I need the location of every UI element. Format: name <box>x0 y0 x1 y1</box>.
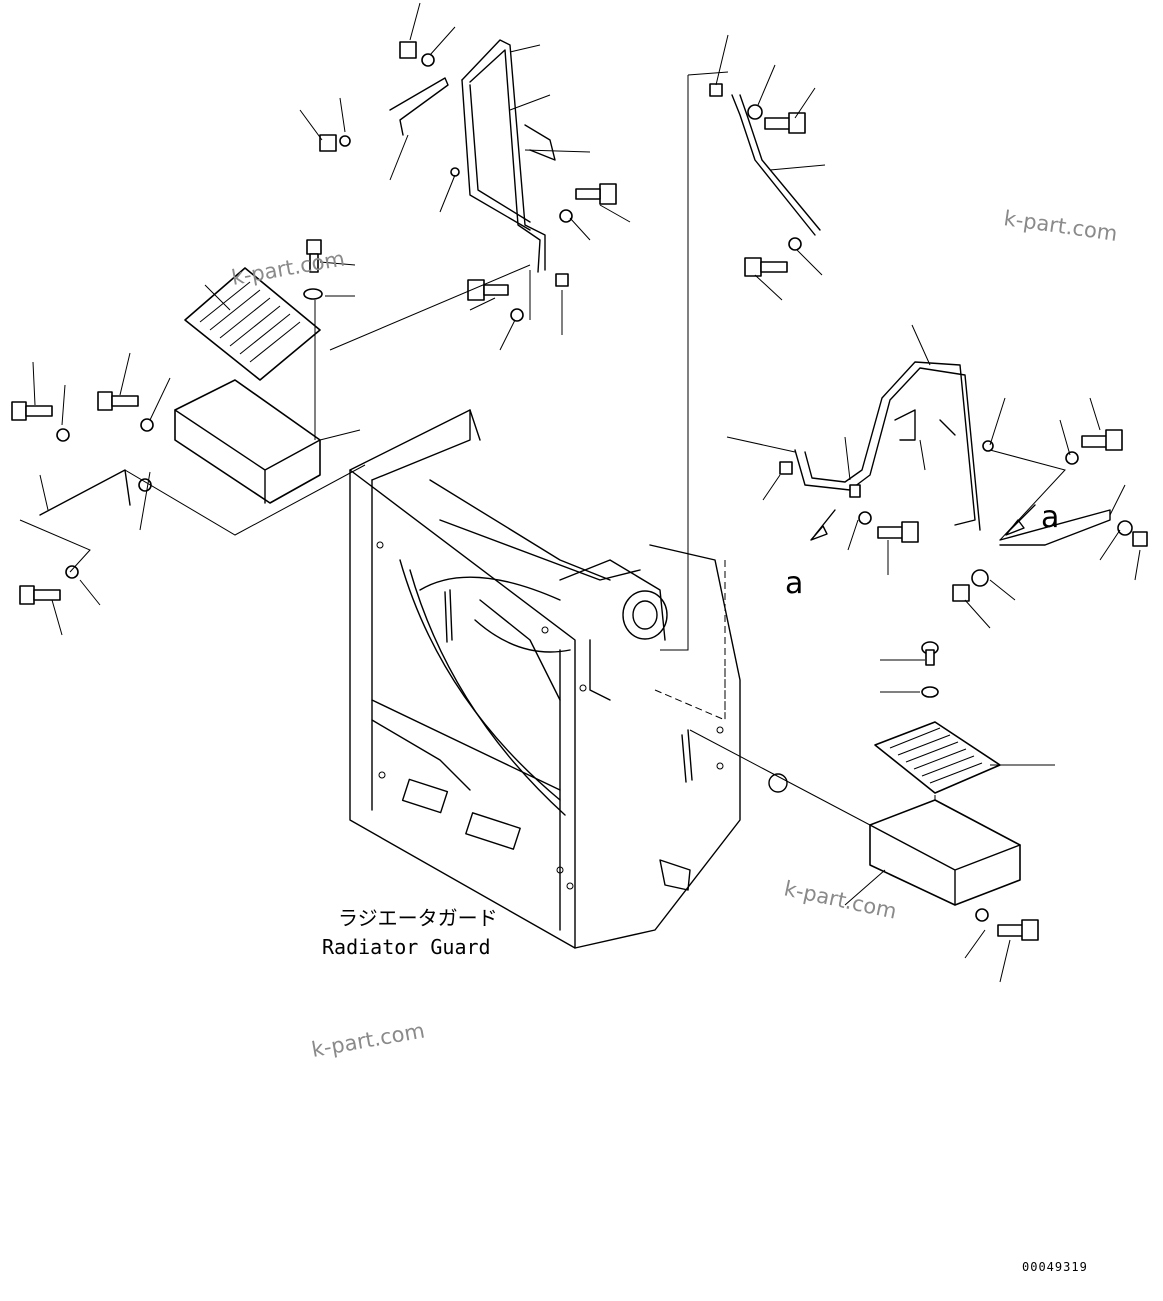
washer-icon <box>559 209 573 223</box>
right-step-plate <box>874 721 1001 794</box>
left-step-assembly <box>11 239 366 636</box>
bolt-icon <box>97 391 139 411</box>
nut-icon <box>709 83 723 97</box>
washer-icon <box>56 428 70 442</box>
bolt-icon <box>877 521 919 543</box>
nut-icon <box>319 134 337 152</box>
watermark: k-part.com <box>782 876 899 923</box>
washer-icon <box>65 565 79 579</box>
left-step-box <box>174 379 321 504</box>
right-handrail <box>726 324 1148 629</box>
bolt-icon <box>744 257 788 277</box>
watermark: k-part.com <box>310 1018 427 1061</box>
drawing-number: 00049319 <box>1022 1260 1088 1274</box>
right-step-box <box>869 799 1021 906</box>
bolt-icon <box>1081 429 1123 451</box>
radiator-guard-frame <box>349 409 788 949</box>
washer-icon <box>1117 520 1133 536</box>
bolt-icon <box>19 585 61 605</box>
bolt-icon <box>997 919 1039 941</box>
top-left-handrail <box>299 2 631 351</box>
bolt-icon <box>467 279 509 301</box>
watermark: k-part.com <box>1002 206 1119 246</box>
left-step-plate <box>184 267 321 381</box>
bolt-icon <box>921 641 939 666</box>
bolt-icon <box>306 239 322 273</box>
washer-icon <box>1065 451 1079 465</box>
washer-icon <box>140 418 154 432</box>
nut-icon <box>555 273 569 287</box>
washer-icon <box>747 104 763 120</box>
washer-icon <box>450 167 460 177</box>
washer-icon <box>858 511 872 525</box>
nut-icon <box>1132 531 1148 547</box>
nut-icon <box>779 461 793 475</box>
washer-icon <box>339 135 351 147</box>
assembly-label-en: Radiator Guard <box>322 935 491 959</box>
washer-icon <box>510 308 524 322</box>
assembly-label-jp: ラジエータガード <box>338 906 498 930</box>
top-right-handrail <box>660 34 826 651</box>
washer-icon <box>921 686 939 698</box>
bolt-icon <box>764 112 806 134</box>
washer-icon <box>975 908 989 922</box>
view-ref-a-left: a <box>785 566 803 601</box>
nut-icon <box>952 584 970 602</box>
washer-icon <box>982 440 994 452</box>
view-ref-a-right: a <box>1041 500 1059 535</box>
washer-icon <box>421 53 435 67</box>
right-step-assembly <box>689 641 1055 983</box>
washer-icon <box>971 569 989 587</box>
bolt-icon <box>575 183 617 205</box>
bolt-icon <box>11 401 53 421</box>
washer-icon <box>303 288 323 300</box>
nut-icon <box>849 484 861 498</box>
hidden-edge-outline <box>654 560 726 721</box>
washer-icon <box>788 237 802 251</box>
nut-icon <box>399 41 417 59</box>
watermark: k-part.com <box>230 246 347 289</box>
